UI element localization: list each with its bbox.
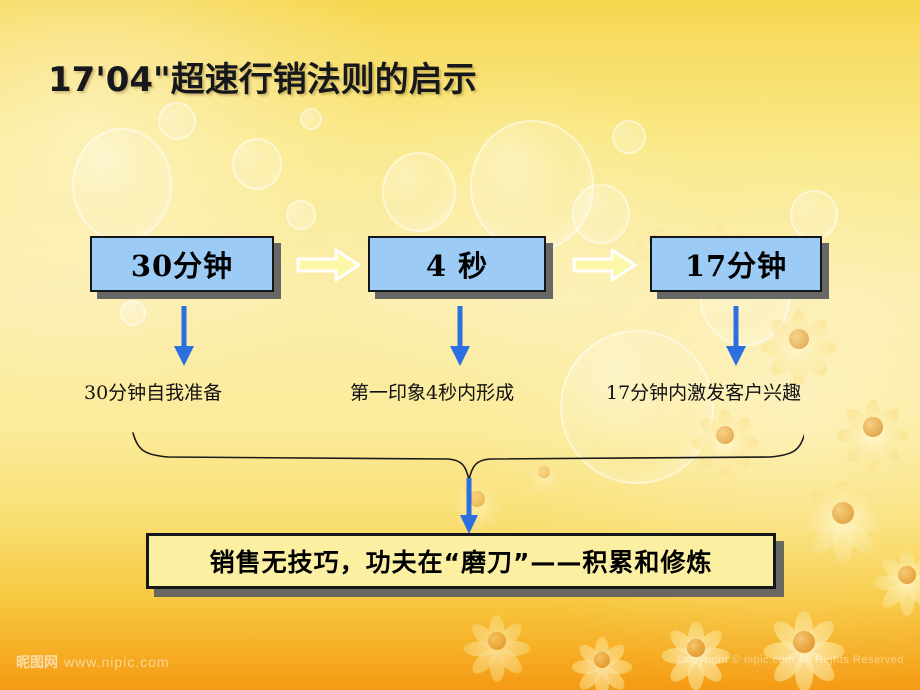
caption-30-minutes: 30分钟自我准备 (84, 382, 223, 404)
slide-title: 17'04"超速行销法则的启示 (48, 60, 477, 100)
conclusion-box[interactable]: 销售无技巧，功夫在“磨刀”——积累和修炼 (146, 533, 776, 589)
flower-decoration (660, 612, 732, 690)
watermark-nipic: 昵图网 www.nipic.com (16, 652, 170, 672)
bubble-decoration (286, 200, 316, 230)
background-glow-center (300, 60, 720, 400)
bubble-decoration (382, 152, 456, 232)
curly-brace-connector (132, 432, 804, 481)
caption-17-minutes: 17分钟内激发客户兴趣 (606, 382, 802, 404)
down-arrow-icon-conclusion (460, 478, 478, 534)
flower-decoration (836, 390, 910, 471)
flower-decoration (872, 540, 920, 617)
watermark-url-text: www.nipic.com (64, 654, 170, 670)
flower-decoration (690, 400, 760, 477)
bubble-decoration (300, 108, 322, 130)
bubble-decoration (120, 300, 146, 326)
down-arrow-icon-3 (726, 306, 746, 366)
process-box-17-minutes[interactable]: 17分钟 (650, 236, 822, 292)
flower-decoration (448, 470, 506, 534)
bubble-decoration (560, 330, 714, 484)
flower-decoration (762, 600, 846, 690)
watermark-copyright: Copyright © nipic.com All Rights Reserve… (676, 654, 904, 666)
bubble-decoration (72, 128, 172, 242)
down-arrow-icon-2 (450, 306, 470, 366)
bubble-decoration (572, 184, 630, 244)
bubble-decoration (232, 138, 282, 190)
watermark-logo-text: 昵图网 (16, 654, 58, 670)
bubble-decoration (612, 120, 646, 154)
flower-decoration (462, 606, 532, 683)
flower-decoration (760, 300, 838, 385)
block-arrow-icon-1 (296, 248, 361, 282)
bubble-decoration (158, 102, 196, 140)
bubble-decoration (790, 190, 838, 240)
flower-decoration (800, 470, 886, 564)
process-box-30-minutes[interactable]: 30分钟 (90, 236, 274, 292)
block-arrow-icon-2 (572, 248, 637, 282)
bubble-decoration (470, 120, 594, 252)
flower-decoration (522, 450, 566, 498)
down-arrow-icon-1 (174, 306, 194, 366)
conclusion-text: 销售无技巧，功夫在“磨刀”——积累和修炼 (209, 548, 713, 577)
caption-4-seconds: 第一印象4秒内形成 (350, 382, 515, 404)
flower-decoration (570, 628, 634, 690)
process-box-4-seconds[interactable]: 4 秒 (368, 236, 546, 292)
